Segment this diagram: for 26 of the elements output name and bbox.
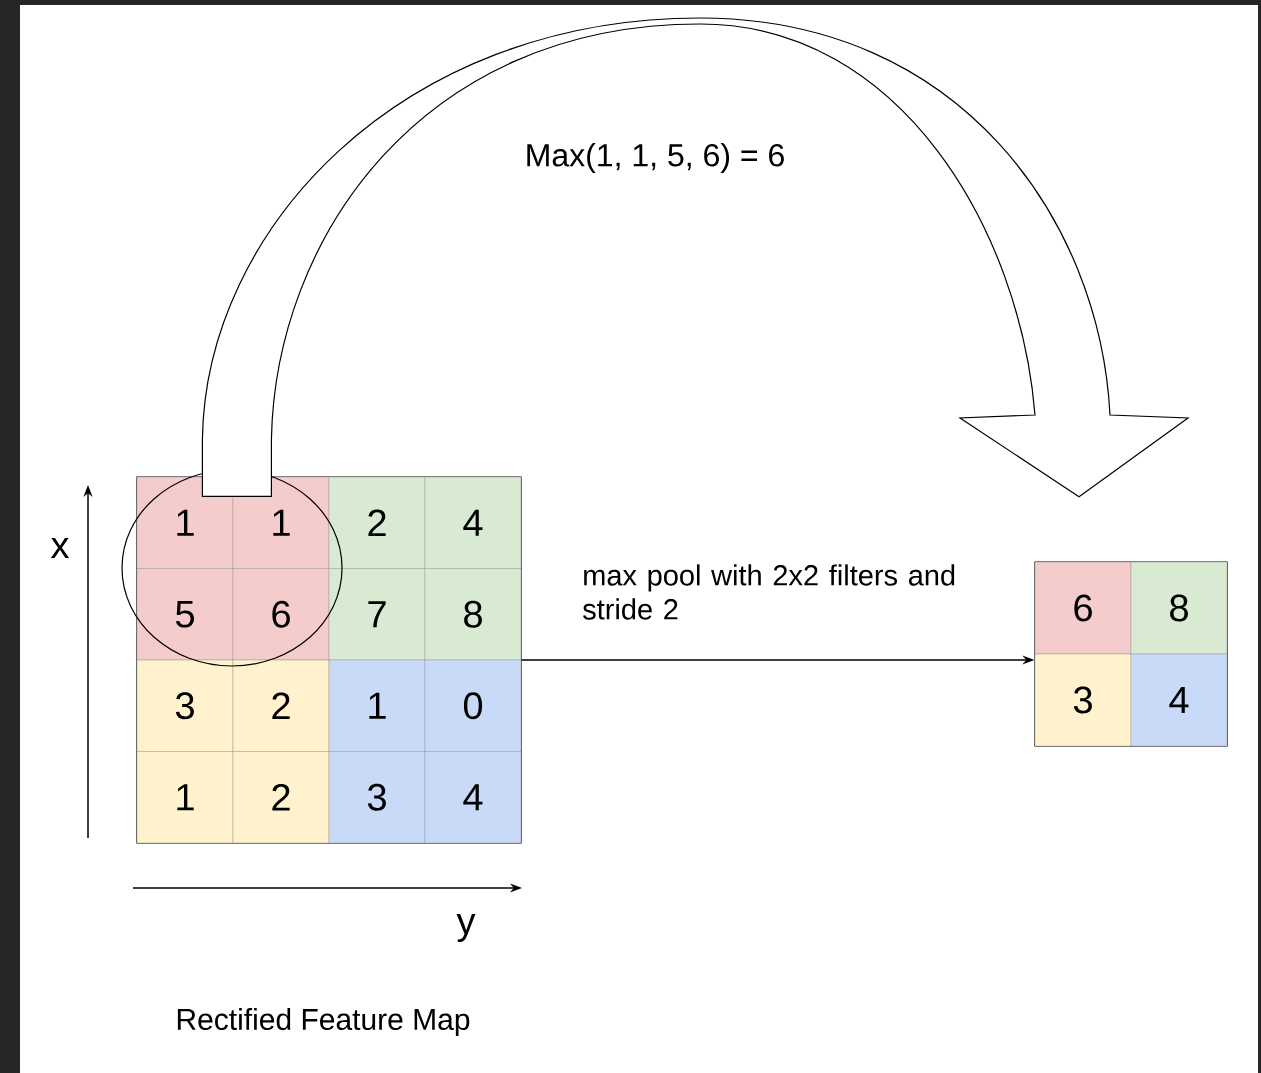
axis-label: x [50, 537, 70, 559]
grid-cell: 3 [1034, 653, 1132, 747]
block-arrow [201, 17, 1189, 498]
grid-cell: 2 [328, 476, 426, 569]
axis-label: y [456, 914, 476, 942]
grid-cell: 4 [424, 476, 522, 569]
edge-label: Max(1, 1, 5, 6) = 6 [527, 143, 784, 173]
grid-cell: 8 [1130, 561, 1228, 655]
grid-cell: 5 [136, 568, 234, 661]
edge-label: max pool with 2x2 filters and stride 2 [583, 564, 955, 620]
grid-cell: 6 [232, 568, 330, 661]
grid-cell: 1 [328, 659, 426, 752]
grid-cell: 1 [136, 476, 234, 569]
grid-cell: 6 [1034, 561, 1132, 655]
caption: Rectified Feature Map [177, 1008, 470, 1036]
grid-cell: 3 [328, 751, 426, 844]
grid-cell: 2 [232, 751, 330, 844]
grid-cell: 1 [232, 476, 330, 569]
grid-cell: 8 [424, 568, 522, 661]
grid-cell: 7 [328, 568, 426, 661]
grid-cell: 1 [136, 751, 234, 844]
grid-cell: 0 [424, 659, 522, 752]
grid-cell: 4 [424, 751, 522, 844]
grid-cell: 2 [232, 659, 330, 752]
grid-cell: 3 [136, 659, 234, 752]
grid-cell: 4 [1130, 653, 1228, 747]
